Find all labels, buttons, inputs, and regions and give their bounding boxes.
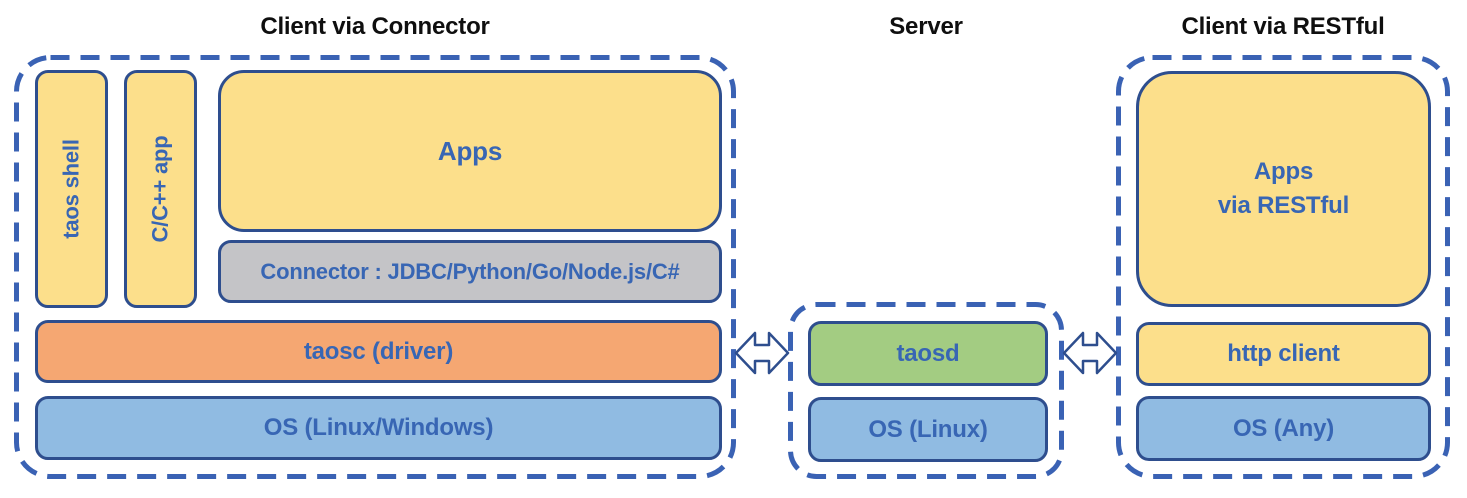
box-http-client-label: http client (1227, 340, 1340, 367)
box-apps-via-restful: Apps via RESTful (1136, 71, 1431, 307)
box-connector: Connector : JDBC/Python/Go/Node.js/C# (218, 240, 722, 303)
box-taosc-driver: taosc (driver) (35, 320, 722, 383)
bidirectional-arrow-icon (734, 331, 790, 375)
box-os-any: OS (Any) (1136, 396, 1431, 461)
box-taosc-driver-label: taosc (driver) (303, 337, 454, 365)
box-http-client: http client (1136, 322, 1431, 386)
box-os-any-label: OS (Any) (1232, 414, 1335, 442)
section-title-client-restful: Client via RESTful (1181, 13, 1385, 40)
box-apps-label: Apps (437, 135, 503, 166)
box-taosd: taosd (808, 321, 1048, 386)
box-os-linux-windows: OS (Linux/Windows) (35, 396, 722, 460)
box-taos-shell: taos shell (35, 70, 108, 308)
box-apps-via-restful-label: Apps via RESTful (1217, 158, 1350, 219)
box-cpp-app-label: C/C++ app (147, 135, 173, 243)
box-os-linux-windows-label: OS (Linux/Windows) (263, 414, 494, 441)
box-apps: Apps (218, 70, 722, 232)
box-cpp-app: C/C++ app (124, 70, 197, 308)
box-taosd-label: taosd (896, 339, 960, 367)
section-title-client-connector: Client via Connector (260, 13, 490, 40)
box-os-linux-label: OS (Linux) (868, 415, 988, 443)
box-connector-label: Connector : JDBC/Python/Go/Node.js/C# (260, 258, 680, 284)
bidirectional-arrow-icon (1062, 331, 1118, 375)
box-os-linux: OS (Linux) (808, 397, 1048, 462)
box-taos-shell-label: taos shell (58, 139, 84, 239)
section-title-server: Server (889, 13, 963, 40)
